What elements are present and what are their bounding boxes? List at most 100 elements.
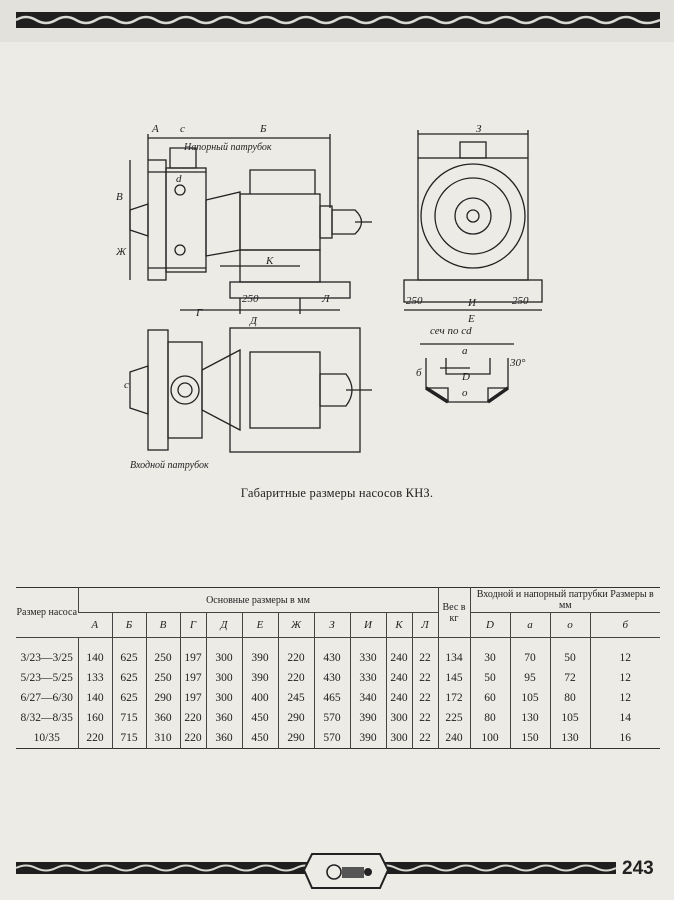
cell-model: 6/27—6/30 <box>20 692 73 704</box>
cell-main-1: 625 <box>111 668 146 688</box>
col-G: Г <box>179 612 206 638</box>
label-section: сеч по cd <box>430 325 472 337</box>
label-inlet: Входной патрубок <box>130 460 209 471</box>
cell-main-9: 240 <box>385 688 412 708</box>
col-A: А <box>78 612 112 638</box>
label-L: Л <box>321 293 330 305</box>
cell-main-10: 22 <box>411 668 439 688</box>
cell-main-3: 220 <box>179 708 206 728</box>
cell-nozzle-1: 95 <box>509 668 551 688</box>
cell-nozzle-0: 80 <box>469 708 511 728</box>
cell-main-4: 360 <box>205 708 242 728</box>
dimensions-table-wrap: Размер насоса Основные размеры в мм Вес … <box>16 587 661 763</box>
label-c-plan: с <box>124 379 129 391</box>
cell-nozzle-3: 12 <box>589 688 661 708</box>
cell-main-2: 290 <box>145 688 180 708</box>
cell-main-0: 133 <box>77 668 112 688</box>
header-nozzles: Входной и напорный патрубки Размеры в мм <box>469 587 661 613</box>
col-I: И <box>349 612 386 638</box>
cell-nozzle-1: 105 <box>509 688 551 708</box>
cell-main-7: 430 <box>313 668 350 688</box>
label-b: б <box>416 367 422 379</box>
col-E: Е <box>241 612 278 638</box>
pump-drawing: А с Б В Ж d К Г Д Л 250 З И Е 250 250 се… <box>115 123 543 471</box>
cell-main-5: 390 <box>241 668 278 688</box>
cell-main-1: 715 <box>111 728 146 749</box>
cell-main-0: 140 <box>77 688 112 708</box>
cell-main-3: 197 <box>179 688 206 708</box>
cell-main-7: 570 <box>313 728 350 749</box>
cell-main-9: 240 <box>385 637 412 668</box>
cell-main-4: 300 <box>205 637 242 668</box>
col-V: В <box>145 612 180 638</box>
cell-weight: 172 <box>437 688 471 708</box>
cell-main-2: 250 <box>145 637 180 668</box>
rope-border-top <box>16 12 660 28</box>
cell-main-5: 450 <box>241 728 278 749</box>
cell-nozzle-3: 12 <box>589 637 661 668</box>
cell-main-8: 340 <box>349 688 386 708</box>
header-model: Размер насоса <box>16 587 78 638</box>
cell-main-10: 22 <box>411 688 439 708</box>
cell-main-9: 240 <box>385 668 412 688</box>
cell-main-10: 22 <box>411 637 439 668</box>
cell-main-8: 390 <box>349 728 386 749</box>
cell-main-4: 300 <box>205 668 242 688</box>
cell-main-7: 465 <box>313 688 350 708</box>
rope-border-bottom <box>16 853 616 889</box>
cell-main-6: 290 <box>277 708 314 728</box>
label-B: Б <box>259 123 267 135</box>
col-D: Д <box>205 612 242 638</box>
cell-nozzle-1: 150 <box>509 728 551 749</box>
cell-main-1: 625 <box>111 637 146 668</box>
label-250-side: 250 <box>242 293 259 305</box>
label-D: Д <box>249 315 258 327</box>
cell-nozzle-1: 130 <box>509 708 551 728</box>
cell-main-0: 220 <box>77 728 112 749</box>
cell-weight: 225 <box>437 708 471 728</box>
cell-nozzle-1: 70 <box>509 637 551 668</box>
cell-main-9: 300 <box>385 728 412 749</box>
cell-main-10: 22 <box>411 708 439 728</box>
cell-nozzle-3: 12 <box>589 668 661 688</box>
figure-caption: Габаритные размеры насосов КНЗ. <box>240 486 434 500</box>
cell-nozzle-3: 14 <box>589 708 661 728</box>
col-Zh: Ж <box>277 612 314 638</box>
label-K: К <box>265 255 274 267</box>
cell-main-9: 300 <box>385 708 412 728</box>
cell-main-7: 570 <box>313 708 350 728</box>
cell-weight: 134 <box>437 637 471 668</box>
label-c: с <box>180 123 185 135</box>
cell-main-7: 430 <box>313 637 350 668</box>
cell-main-5: 450 <box>241 708 278 728</box>
label-G: Г <box>195 307 203 319</box>
cell-nozzle-2: 105 <box>549 708 591 728</box>
cell-main-1: 625 <box>111 688 146 708</box>
label-V: В <box>116 191 123 203</box>
cell-weight: 240 <box>437 728 471 749</box>
header-weight: Вес в кг <box>437 587 471 638</box>
cell-main-5: 390 <box>241 637 278 668</box>
cell-nozzle-0: 30 <box>469 637 511 668</box>
label-D-small: D <box>461 371 470 383</box>
cell-main-0: 160 <box>77 708 112 728</box>
cell-nozzle-0: 100 <box>469 728 511 749</box>
col-L: Л <box>411 612 439 638</box>
cell-nozzle-2: 50 <box>549 637 591 668</box>
cell-main-2: 250 <box>145 668 180 688</box>
col-Z: З <box>313 612 350 638</box>
cell-model: 10/35 <box>33 732 60 744</box>
col-K: К <box>385 612 412 638</box>
label-250-left: 250 <box>406 295 423 307</box>
label-A: А <box>151 123 159 135</box>
cell-nozzle-0: 50 <box>469 668 511 688</box>
label-I: И <box>467 297 477 309</box>
cell-main-8: 330 <box>349 668 386 688</box>
cell-main-5: 400 <box>241 688 278 708</box>
cell-main-2: 310 <box>145 728 180 749</box>
label-angle: 30° <box>509 357 526 369</box>
label-discharge: Напорный патрубок <box>183 142 272 153</box>
label-d: d <box>176 173 182 185</box>
